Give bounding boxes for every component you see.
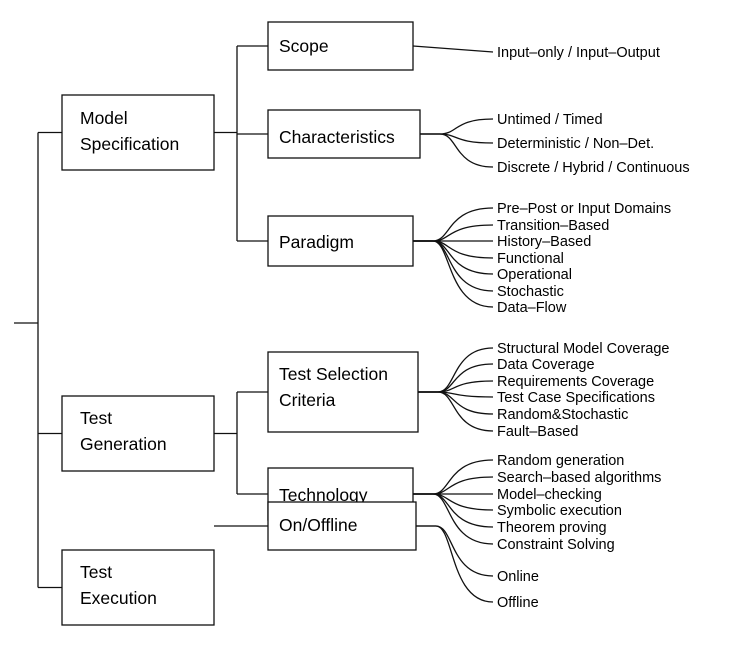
- leaf-connector-requirements-coverage: [418, 380, 494, 393]
- leaf-connector-constraint-solving: [413, 493, 494, 545]
- category-box-test-generation: [61, 395, 215, 472]
- leaf-label-offline: Offline: [497, 595, 539, 611]
- subcategory-label-on-offline-0: On/Offline: [279, 515, 357, 535]
- leaf-connector-theorem-proving: [413, 493, 494, 528]
- category-label-model-specification-1: Specification: [80, 134, 179, 154]
- category-label-model-specification-0: Model: [80, 108, 128, 128]
- leaf-connector-pre-post-or-input-domains: [413, 207, 494, 242]
- leaf-label-transition-based: Transition–Based: [497, 218, 609, 234]
- category-box-model-specification: [61, 94, 215, 171]
- subcategory-label-technology-0: Technology: [279, 485, 368, 505]
- leaf-connector-data-flow: [413, 240, 494, 308]
- leaf-connector-deterministic-non-det: [420, 133, 494, 144]
- leaf-label-history-based: History–Based: [497, 234, 591, 250]
- leaf-connector-search-based-algorithms: [413, 476, 494, 495]
- leaf-connector-input-only-input-output: [412, 45, 494, 53]
- subcategory-label-characteristics-0: Characteristics: [279, 127, 395, 147]
- leaf-connector-untimed-timed: [420, 118, 494, 135]
- leaf-label-online: Online: [497, 569, 539, 585]
- leaf-label-search-based-algorithms: Search–based algorithms: [497, 470, 661, 486]
- leaf-connector-online: [416, 525, 494, 577]
- leaf-label-model-checking: Model–checking: [497, 487, 602, 503]
- subcategory-box-paradigm: [267, 215, 414, 267]
- leaf-connector-symbolic-execution: [413, 493, 494, 511]
- leaf-label-data-coverage: Data Coverage: [497, 357, 595, 373]
- leaf-label-discrete-hybrid-continuous: Discrete / Hybrid / Continuous: [497, 160, 690, 176]
- leaf-label-deterministic-non-det: Deterministic / Non–Det.: [497, 136, 654, 152]
- leaf-label-random-generation: Random generation: [497, 453, 624, 469]
- subcategory-label-paradigm-0: Paradigm: [279, 232, 354, 252]
- leaf-label-random-stochastic: Random&Stochastic: [497, 407, 628, 423]
- leaf-connector-test-case-specifications: [418, 391, 494, 398]
- leaf-connector-fault-based: [418, 391, 494, 432]
- connector-lines: [14, 45, 494, 603]
- leaf-connector-structural-model-coverage: [418, 347, 494, 393]
- leaf-label-test-case-specifications: Test Case Specifications: [497, 390, 655, 406]
- leaf-label-stochastic: Stochastic: [497, 284, 564, 300]
- category-box-test-execution: [61, 549, 215, 626]
- subcategory-box-test-selection-criteria: [267, 351, 419, 433]
- leaf-label-constraint-solving: Constraint Solving: [497, 537, 615, 553]
- leaf-label-operational: Operational: [497, 267, 572, 283]
- leaf-label-untimed-timed: Untimed / Timed: [497, 112, 603, 128]
- subcategory-label-test-selection-criteria-1: Criteria: [279, 390, 336, 410]
- leaf-label-data-flow: Data–Flow: [497, 300, 567, 316]
- leaf-connector-functional: [413, 240, 494, 259]
- leaf-label-requirements-coverage: Requirements Coverage: [497, 374, 654, 390]
- leaf-connector-transition-based: [413, 224, 494, 242]
- subcategory-box-characteristics: [267, 109, 421, 159]
- subcategory-box-scope: [267, 21, 414, 71]
- leaf-label-input-only-input-output: Input–only / Input–Output: [497, 45, 660, 61]
- leaf-connector-discrete-hybrid-continuous: [420, 133, 494, 168]
- category-label-test-generation-1: Generation: [80, 434, 167, 454]
- leaf-label-theorem-proving: Theorem proving: [497, 520, 607, 536]
- leaf-label-symbolic-execution: Symbolic execution: [497, 503, 622, 519]
- leaf-label-structural-model-coverage: Structural Model Coverage: [497, 341, 669, 357]
- category-label-test-generation-0: Test: [80, 408, 112, 428]
- subcategory-label-scope-0: Scope: [279, 36, 329, 56]
- leaf-label-pre-post-or-input-domains: Pre–Post or Input Domains: [497, 201, 671, 217]
- category-label-test-execution-1: Execution: [80, 588, 157, 608]
- leaf-label-fault-based: Fault–Based: [497, 424, 578, 440]
- leaf-connector-random-stochastic: [418, 391, 494, 415]
- category-label-test-execution-0: Test: [80, 562, 112, 582]
- leaf-label-functional: Functional: [497, 251, 564, 267]
- subcategory-box-on-offline: [267, 501, 417, 551]
- subcategory-label-test-selection-criteria-0: Test Selection: [279, 364, 388, 384]
- leaf-connector-offline: [416, 525, 494, 603]
- leaf-connector-stochastic: [413, 240, 494, 292]
